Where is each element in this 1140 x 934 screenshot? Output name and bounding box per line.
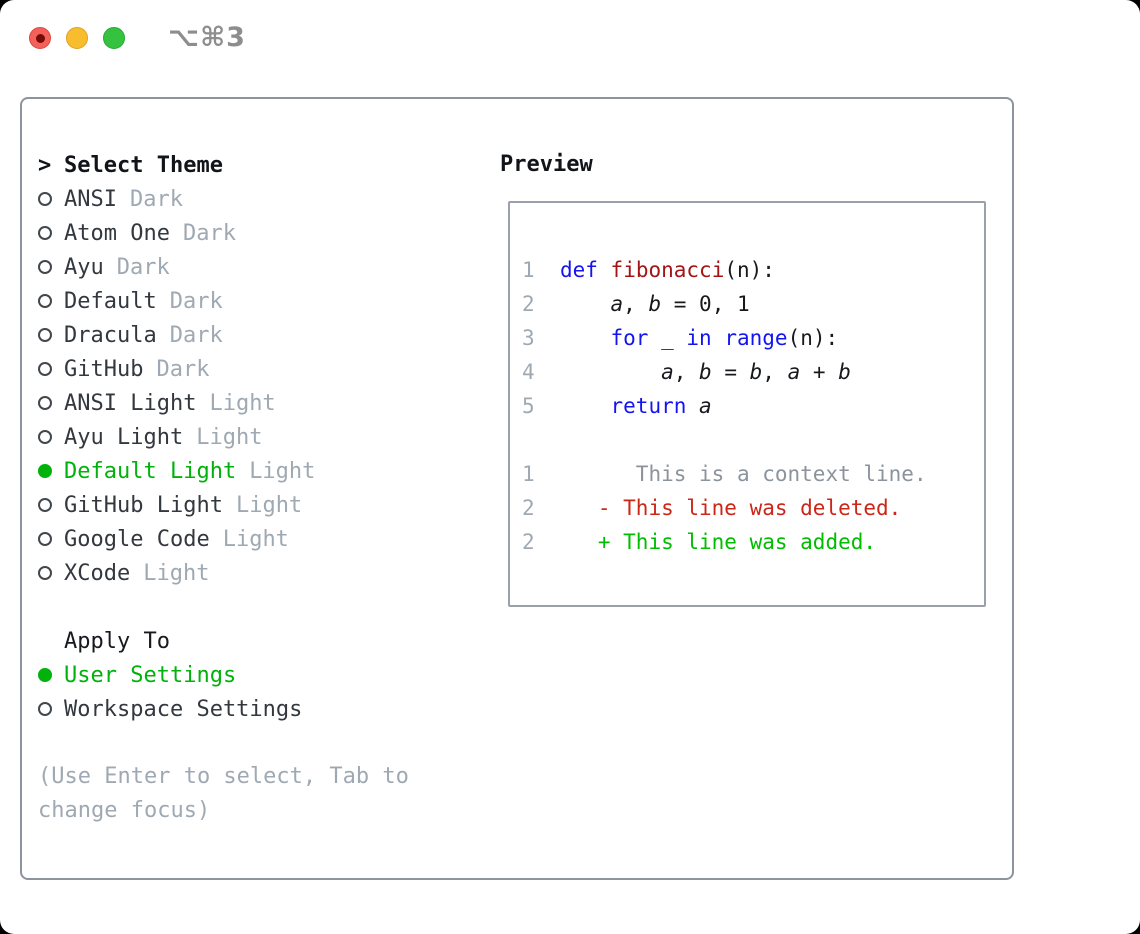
theme-list-title: Select Theme bbox=[64, 152, 223, 178]
theme-variant: Light bbox=[249, 458, 316, 484]
theme-variant: Dark bbox=[169, 322, 223, 348]
theme-variant: Light bbox=[143, 560, 210, 586]
code-preview: 1 def fibonacci(n): 2 a, b = 0, 1 3 for _ … bbox=[510, 203, 984, 559]
theme-variant: Light bbox=[196, 424, 263, 450]
radio-icon bbox=[38, 498, 64, 512]
theme-name: GitHub Light bbox=[64, 492, 223, 518]
theme-variant: Light bbox=[209, 390, 276, 416]
code-line: 5 return a bbox=[522, 394, 712, 418]
theme-item-dracula[interactable]: Dracula Dark bbox=[38, 318, 490, 352]
theme-variant: Dark bbox=[129, 186, 183, 212]
radio-icon bbox=[38, 396, 64, 410]
radio-icon bbox=[38, 294, 64, 308]
theme-item-atom-one[interactable]: Atom One Dark bbox=[38, 216, 490, 250]
theme-item-github[interactable]: GitHub Dark bbox=[38, 352, 490, 386]
code-line: 2 a, b = 0, 1 bbox=[522, 292, 750, 316]
theme-name: XCode bbox=[64, 560, 131, 586]
theme-variant: Light bbox=[235, 492, 303, 518]
apply-to-title: Apply To bbox=[64, 628, 170, 654]
spacer bbox=[38, 590, 490, 624]
theme-name: ANSI Light bbox=[64, 390, 197, 416]
theme-variant: Dark bbox=[169, 288, 223, 314]
radio-icon bbox=[38, 226, 64, 240]
code-line: 1 This is a context line. bbox=[522, 462, 927, 486]
theme-item-ansi[interactable]: ANSI Dark bbox=[38, 182, 490, 216]
apply-option-label: User Settings bbox=[64, 662, 237, 688]
spacer bbox=[38, 726, 490, 760]
apply-option-workspace-settings[interactable]: Workspace Settings bbox=[38, 692, 490, 726]
theme-name: Atom One bbox=[64, 220, 170, 246]
window-shortcut-label: ⌥⌘3 bbox=[168, 22, 246, 53]
theme-variant: Dark bbox=[156, 356, 210, 382]
theme-item-google-code[interactable]: Google Code Light bbox=[38, 522, 490, 556]
radio-selected-icon bbox=[38, 464, 64, 478]
theme-name: Google Code bbox=[64, 526, 210, 552]
theme-name: GitHub bbox=[64, 356, 144, 382]
titlebar: ⌥⌘3 bbox=[0, 0, 1140, 76]
theme-item-ansi-light[interactable]: ANSI Light Light bbox=[38, 386, 490, 420]
radio-icon bbox=[38, 192, 64, 206]
code-line: 2 - This line was deleted. bbox=[522, 496, 902, 520]
theme-item-xcode[interactable]: XCode Light bbox=[38, 556, 490, 590]
theme-variant: Dark bbox=[116, 254, 170, 280]
code-line: 3 for _ in range(n): bbox=[522, 326, 839, 350]
theme-name: Default Light bbox=[64, 458, 237, 484]
radio-icon bbox=[38, 362, 64, 376]
radio-icon bbox=[38, 260, 64, 274]
apply-to-header: Apply To bbox=[38, 624, 490, 658]
radio-icon bbox=[38, 532, 64, 546]
close-dot-icon bbox=[35, 33, 45, 43]
apply-option-user-settings[interactable]: User Settings bbox=[38, 658, 490, 692]
theme-item-ayu-light[interactable]: Ayu Light Light bbox=[38, 420, 490, 454]
radio-icon bbox=[38, 328, 64, 342]
theme-name: Ayu bbox=[64, 254, 104, 280]
close-button[interactable] bbox=[29, 27, 51, 49]
theme-variant: Dark bbox=[182, 220, 236, 246]
theme-name: Default bbox=[64, 288, 157, 314]
apply-option-label: Workspace Settings bbox=[64, 696, 303, 722]
theme-item-default[interactable]: Default Dark bbox=[38, 284, 490, 318]
theme-item-ayu[interactable]: Ayu Dark bbox=[38, 250, 490, 284]
radio-selected-icon bbox=[38, 668, 64, 682]
preview-title: Preview bbox=[500, 152, 593, 177]
radio-icon bbox=[38, 702, 64, 716]
cursor-prompt-icon: > bbox=[38, 152, 52, 178]
theme-item-github-light[interactable]: GitHub Light Light bbox=[38, 488, 490, 522]
preview-box: 1 def fibonacci(n): 2 a, b = 0, 1 3 for _ … bbox=[508, 201, 986, 607]
code-line bbox=[522, 423, 974, 457]
maximize-button[interactable] bbox=[103, 27, 125, 49]
theme-name: ANSI bbox=[64, 186, 117, 212]
code-line: 1 def fibonacci(n): bbox=[522, 258, 775, 282]
select-theme-header: > Select Theme bbox=[38, 148, 490, 182]
radio-icon bbox=[38, 566, 64, 580]
theme-variant: Light bbox=[222, 526, 289, 552]
code-line: 4 a, b = b, a + b bbox=[522, 360, 851, 384]
radio-icon bbox=[38, 430, 64, 444]
code-line: 2 + This line was added. bbox=[522, 530, 877, 554]
theme-item-default-light[interactable]: Default Light Light bbox=[38, 454, 490, 488]
hint-text: (Use Enter to select, Tab to change focu… bbox=[38, 764, 409, 823]
minimize-button[interactable] bbox=[66, 27, 88, 49]
theme-name: Dracula bbox=[64, 322, 157, 348]
theme-name: Ayu Light bbox=[64, 424, 184, 450]
